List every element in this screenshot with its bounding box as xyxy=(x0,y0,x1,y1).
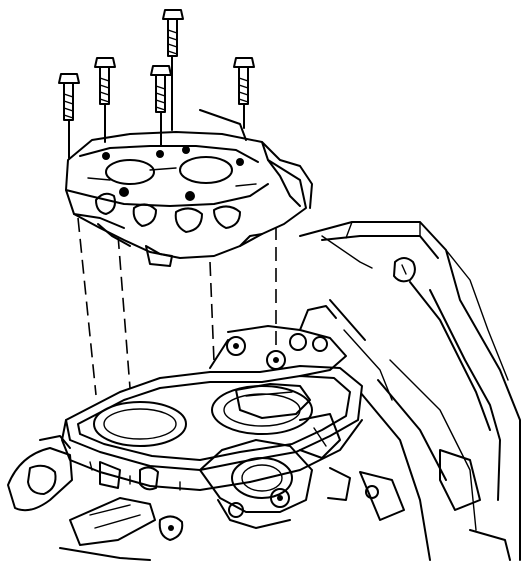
bolt-3 xyxy=(150,65,172,147)
intake-manifold-flange xyxy=(61,305,363,491)
bolt-2 xyxy=(94,57,116,143)
bolt-4 xyxy=(233,57,255,129)
bolt-1 xyxy=(162,9,184,131)
lower-engine-housing xyxy=(299,221,521,561)
bolt-5 xyxy=(58,73,80,159)
throttle-linkage xyxy=(199,413,351,529)
lower-left-engine-parts xyxy=(7,435,184,561)
alignment-guide-lines xyxy=(77,217,373,396)
throttle-body-assembly xyxy=(65,109,313,267)
